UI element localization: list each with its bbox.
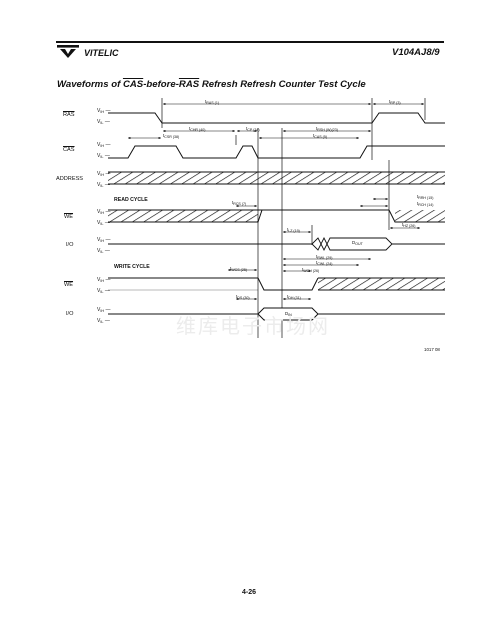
figure-title: Waveforms of CAS-before-RAS Refresh Refr… [57, 79, 366, 90]
label-t-hz: tHZ (26) [402, 222, 416, 228]
cas-waveform [108, 145, 445, 159]
label-t-lz: tLZ (19) [287, 227, 300, 233]
label-t-rrh: tRRH (15) [417, 194, 434, 200]
label-t-csr: tCSR (38) [163, 133, 180, 139]
header-rule [56, 41, 444, 43]
level-vil: VIL — [97, 248, 110, 254]
label-t-wch: tWCH (26) [302, 267, 320, 273]
label-t-rwl: tRWL (29) [316, 254, 333, 260]
title-prefix: Waveforms of [57, 79, 123, 90]
we-read-waveform [108, 209, 445, 223]
brand-name: VITELIC [84, 48, 119, 58]
label-t-rcs: tRCS (7) [232, 200, 247, 206]
title-mid: -before- [143, 79, 179, 90]
signal-address: ADDRESS [56, 176, 84, 182]
level-vil: VIL — [97, 119, 110, 125]
signal-we-read: WE [64, 214, 74, 220]
signal-io-read: I/O [66, 242, 74, 248]
label-t-rp: tRP (3) [389, 99, 401, 105]
label-t-rch: tRCH (14) [417, 201, 434, 207]
signal-we-write: WE [64, 282, 74, 288]
label-t-cwl: tCWL (24) [316, 260, 333, 266]
figure-reference: 1017 08 [424, 347, 440, 352]
read-cycle-heading: READ CYCLE [114, 197, 148, 203]
label-d-out: DOUT [352, 240, 363, 246]
label-t-ras: tRAS (1) [205, 99, 220, 105]
io-write-waveform [108, 307, 445, 321]
title-cas: CAS [122, 79, 144, 90]
signal-io-write: I/O [66, 311, 74, 317]
label-d-in: DIN [285, 311, 292, 317]
label-t-rsh: tRSH (W)(23) [316, 126, 338, 132]
level-vih: VIH — [97, 108, 111, 114]
level-vil: VIL — [97, 220, 110, 226]
ras-waveform [108, 112, 445, 124]
level-vil: VIL — [97, 182, 110, 188]
address-waveform [108, 171, 445, 185]
level-vil: VIL — [97, 153, 110, 159]
level-vih: VIH — [97, 307, 111, 313]
label-t-chr: tCHR (40) [189, 126, 206, 132]
vitelic-logo-icon [57, 45, 79, 58]
level-vih: VIH — [97, 237, 111, 243]
we-write-waveform [108, 277, 445, 291]
signal-cas: CAS [63, 147, 75, 153]
io-read-waveform [108, 236, 445, 252]
level-vil: VIL — [97, 318, 110, 324]
title-ras: RAS [178, 79, 200, 90]
label-t-dh: tDH (31) [287, 294, 301, 300]
title-suffix: Refresh Refresh Counter Test Cycle [199, 79, 366, 90]
label-t-cas: tCAS (5) [313, 133, 328, 139]
label-t-ds: tDS (30) [236, 294, 250, 300]
document-number: V104AJ8/9 [392, 47, 440, 58]
write-cycle-heading: WRITE CYCLE [114, 264, 150, 270]
page-number: 4-26 [242, 589, 257, 596]
level-vih: VIH — [97, 277, 111, 283]
signal-ras: RAS [63, 112, 75, 118]
label-t-wcs: tWCS (25) [230, 266, 248, 272]
watermark: 维库电子市场网 [176, 314, 330, 338]
level-vih: VIH — [97, 142, 111, 148]
label-t-cp: tCP (34) [246, 126, 260, 132]
level-vil: VIL — [97, 288, 110, 294]
